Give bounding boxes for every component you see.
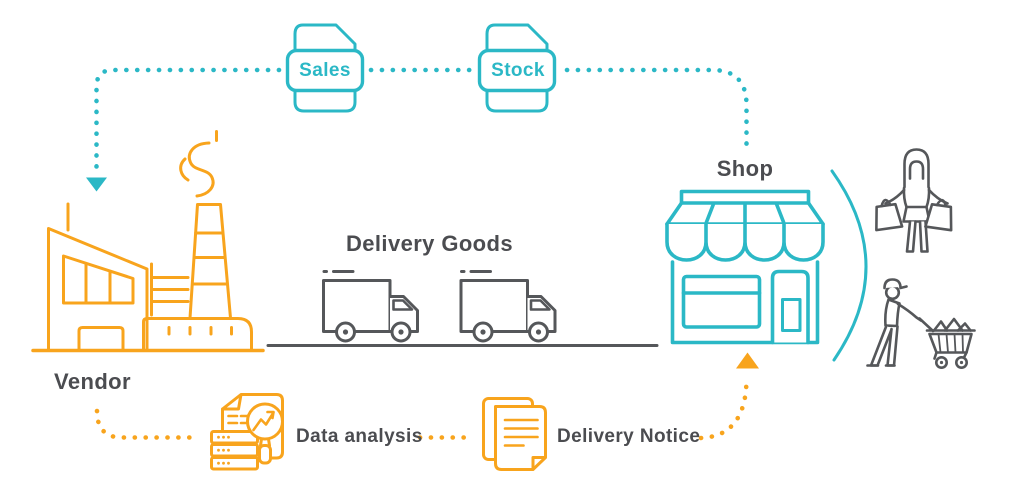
factory-pipes bbox=[150, 262, 190, 317]
analysis-document-text-lines bbox=[227, 414, 255, 425]
server-leds bbox=[217, 435, 230, 465]
shop-awning-scallops bbox=[665, 222, 825, 262]
delivery-goods-label: Delivery Goods bbox=[346, 231, 513, 256]
stock-label: Stock bbox=[491, 60, 545, 81]
data-analysis-label: Data analysis bbox=[296, 426, 423, 447]
shop-awning-frame bbox=[665, 201, 825, 226]
arrow-down-to-vendor-icon bbox=[86, 177, 107, 192]
delivery-truck-icon bbox=[459, 270, 557, 343]
shop-label: Shop bbox=[716, 156, 774, 181]
magnifier-lens bbox=[246, 402, 284, 441]
dotted-line-vendor-branch bbox=[94, 67, 282, 174]
shop-door-window bbox=[781, 298, 802, 332]
vendor-factory-icon bbox=[31, 130, 265, 353]
delivery-truck-icon bbox=[322, 270, 419, 343]
shopping-bag-right bbox=[924, 198, 953, 232]
shopping-bag-left bbox=[875, 198, 904, 232]
shop-window bbox=[681, 274, 762, 329]
shopper-torso bbox=[902, 186, 931, 223]
vendor-to-shop-dotted-flow bbox=[94, 352, 759, 441]
delivery-notice-label: Delivery Notice bbox=[557, 426, 701, 447]
shopper-left-arm bbox=[884, 188, 906, 205]
factory-base bbox=[142, 317, 253, 351]
shop-storefront-icon bbox=[665, 189, 825, 345]
cart-basket bbox=[928, 332, 973, 354]
vendor-label: Vendor bbox=[54, 369, 131, 394]
customer-with-cart-icon bbox=[866, 278, 976, 369]
trend-line-arrow bbox=[252, 410, 275, 432]
cart-shopper-legs bbox=[869, 324, 899, 367]
delivery-notice-icon bbox=[482, 397, 547, 471]
shopper-hair bbox=[903, 148, 930, 189]
cart-shopper-head bbox=[884, 284, 901, 301]
cart-basket-grid bbox=[937, 333, 964, 354]
shop-top-bar bbox=[679, 189, 811, 205]
factory-smoke bbox=[179, 130, 218, 198]
data-analysis-icon bbox=[210, 393, 284, 471]
shopper-legs bbox=[905, 220, 929, 253]
arrow-up-to-shop-icon bbox=[736, 352, 759, 369]
factory-door bbox=[77, 326, 125, 351]
shopper-face bbox=[908, 160, 925, 180]
shop-customers-divider-arc bbox=[830, 169, 868, 362]
dotted-line-shop-branch bbox=[564, 67, 749, 154]
server-tier bbox=[210, 456, 259, 471]
factory-building bbox=[47, 227, 149, 351]
dotted-line-vendor-to-analysis bbox=[94, 408, 203, 440]
cart-handle bbox=[918, 317, 935, 333]
magnifier-grip bbox=[258, 444, 272, 465]
notice-text-lines bbox=[503, 418, 539, 447]
cart-shopper-arm bbox=[896, 302, 923, 322]
dotted-line-notice-to-shop bbox=[698, 375, 749, 441]
cart-shopper-cap bbox=[883, 278, 908, 290]
sales-label: Sales bbox=[299, 60, 351, 81]
sales-stock-dotted-flow bbox=[86, 67, 749, 192]
factory-window-band bbox=[62, 254, 135, 305]
cart-contents bbox=[932, 317, 972, 332]
factory-chimney bbox=[188, 203, 232, 320]
customer-with-bags-icon bbox=[875, 148, 953, 253]
